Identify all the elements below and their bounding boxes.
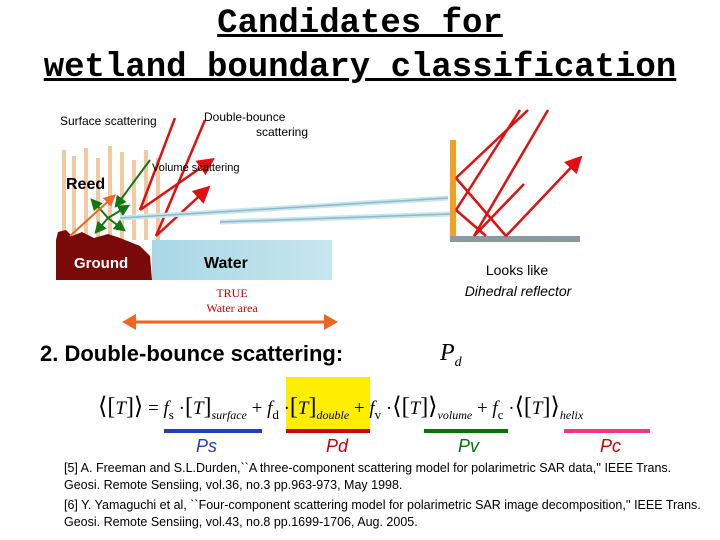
eq-T-helix: T	[531, 398, 543, 419]
volume-scatter-arrows	[69, 159, 151, 237]
eq-volume-sub: volume	[437, 407, 473, 422]
pd-symbol: Pd	[440, 340, 462, 371]
looks-like-label: Looks like	[485, 262, 549, 278]
eq-fc-sub: c	[497, 406, 504, 422]
section-heading: 2. Double-bounce scattering:	[40, 341, 344, 366]
eq-fs-sub: s	[168, 406, 174, 422]
reference-5: [5] A. Freeman and S.L.Durden,``A three-…	[64, 461, 672, 492]
volume-scattering-label: Volume scattering	[152, 162, 240, 174]
eq-fd: f	[267, 398, 273, 419]
reference-6: [6] Y. Yamaguchi et al, ``Four-component…	[64, 498, 701, 529]
ps-label: Ps	[196, 436, 218, 456]
eq-fs: f	[163, 398, 169, 419]
water-area-span-arrow	[122, 314, 338, 330]
equation: ⟨[T]⟩ = fs ·[T]surface + fd ·[T]double +…	[98, 394, 584, 422]
water-surface	[152, 240, 332, 280]
ground-label: Ground	[74, 255, 129, 272]
double-bounce-label-2: scattering	[256, 125, 309, 139]
dihedral-reflector-label: Dihedral reflector	[464, 283, 572, 299]
pc-label: Pc	[600, 436, 622, 456]
reflector-vertical	[450, 140, 456, 242]
pv-label: Pv	[458, 436, 480, 456]
true-label: TRUE	[216, 286, 248, 300]
eq-T-volume: T	[409, 398, 421, 419]
return-rays	[119, 195, 451, 225]
eq-fd-sub: d	[272, 406, 279, 422]
water-area-label: Water area	[206, 301, 258, 315]
water-label: Water	[204, 255, 248, 272]
pd-symbol-sub: d	[454, 354, 462, 370]
eq-T-double: T	[297, 398, 309, 419]
ground-block	[56, 230, 152, 280]
eq-double-sub: double	[316, 407, 350, 422]
eq-equals: =	[148, 398, 159, 419]
eq-T-surface: T	[192, 398, 204, 419]
reflector-horizontal	[450, 236, 580, 242]
eq-fc: f	[492, 398, 498, 419]
eq-surface-sub: surface	[211, 407, 247, 422]
double-term-highlight	[286, 377, 370, 433]
title-line-1: Candidates for	[217, 5, 503, 43]
eq-fv: f	[369, 398, 375, 419]
dihedral-rays	[454, 109, 583, 237]
surface-scattering-label: Surface scattering	[60, 114, 157, 128]
eq-T: T	[115, 398, 126, 419]
reed-label: Reed	[66, 176, 106, 193]
double-bounce-label-1: Double-bounce	[204, 110, 286, 124]
eq-helix-sub: helix	[559, 407, 584, 422]
eq-fv-sub: v	[374, 406, 382, 422]
pd-symbol-letter: P	[440, 340, 455, 366]
pd-label: Pd	[326, 436, 349, 456]
title-line-2: wetland boundary classification	[43, 49, 677, 87]
